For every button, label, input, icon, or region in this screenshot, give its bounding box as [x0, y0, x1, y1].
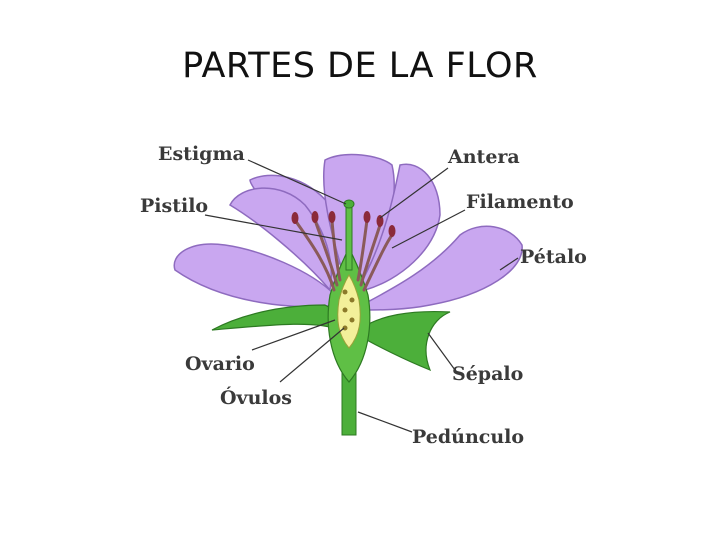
ovule-4 [349, 317, 355, 323]
anther-1 [291, 212, 299, 224]
petal-left [173, 243, 336, 308]
leader-ovario [251, 319, 336, 351]
leader-filamento [391, 209, 466, 249]
leader-petalo [499, 257, 519, 271]
petal-right [361, 225, 523, 311]
sepal-right [357, 311, 451, 372]
ovule-5 [342, 325, 348, 331]
filament-5 [359, 223, 382, 287]
anther-6 [388, 225, 396, 237]
slide-title: PARTES DE LA FLOR [182, 46, 538, 86]
filament-3 [330, 218, 342, 282]
leader-pistilo [204, 214, 343, 241]
ovules [342, 289, 355, 331]
filament-6 [362, 233, 394, 292]
label-filamento: Filamento [466, 191, 574, 213]
stamens [293, 218, 394, 292]
anthers [291, 211, 396, 237]
filament-2 [313, 218, 339, 287]
flower-diagram: Estigma Antera Pistilo Filamento Pétalo … [140, 143, 587, 448]
leader-ovulos [279, 327, 345, 383]
ovule-2 [349, 297, 355, 303]
leader-sepalo [427, 332, 456, 371]
petal-left-top [229, 187, 332, 292]
label-ovario: Ovario [185, 353, 255, 375]
leader-lines [204, 159, 519, 433]
leader-pedunculo [357, 411, 413, 433]
label-estigma: Estigma [158, 143, 245, 165]
filament-1 [293, 218, 336, 292]
leader-antera [379, 167, 449, 219]
label-sepalo: Sépalo [452, 363, 523, 385]
leader-estigma [247, 159, 347, 205]
sepal-left [211, 304, 341, 331]
anther-3 [328, 211, 336, 223]
ovule-1 [342, 289, 348, 295]
label-ovulos: Óvulos [220, 386, 292, 409]
label-pedunculo: Pedúnculo [412, 426, 524, 448]
anther-2 [311, 211, 319, 223]
style [345, 204, 353, 271]
anther-4 [363, 211, 371, 223]
stigma [343, 199, 355, 209]
label-antera: Antera [447, 146, 520, 168]
label-petalo: Pétalo [520, 246, 587, 268]
anther-5 [376, 215, 384, 227]
ovule-3 [342, 307, 348, 313]
filament-4 [356, 218, 369, 282]
label-pistilo: Pistilo [140, 195, 208, 217]
